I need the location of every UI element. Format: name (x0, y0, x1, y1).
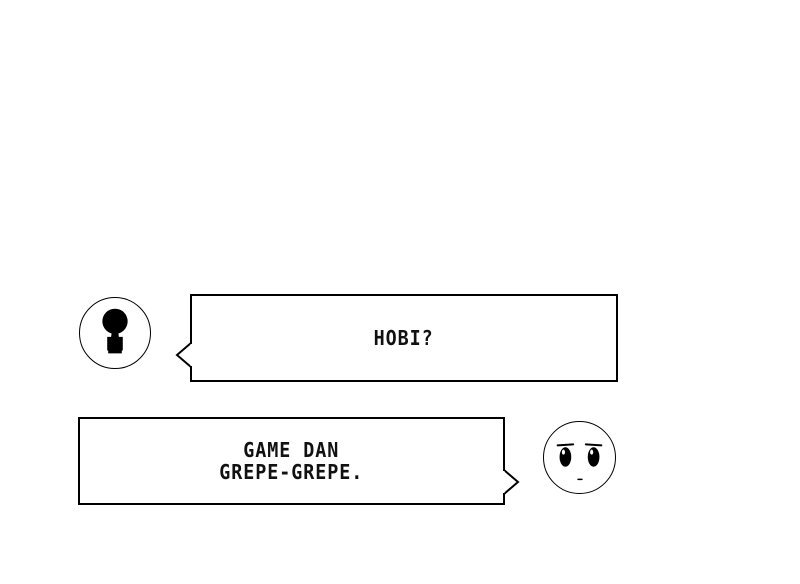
speech-bubble-right: GAME DAN GREPE-GREPE. (78, 417, 505, 505)
chibi-face-icon (556, 443, 603, 481)
bubble-tail-left (175, 342, 194, 368)
speech-bubble-left: HOBI? (190, 294, 618, 382)
bubble-tail-right (501, 469, 520, 495)
message-text: GAME DAN GREPE-GREPE. (219, 438, 364, 484)
right-speaker-avatar (543, 421, 616, 494)
keyhole-person-icon (102, 308, 128, 354)
message-text: HOBI? (373, 326, 435, 350)
left-speaker-avatar (79, 297, 151, 369)
